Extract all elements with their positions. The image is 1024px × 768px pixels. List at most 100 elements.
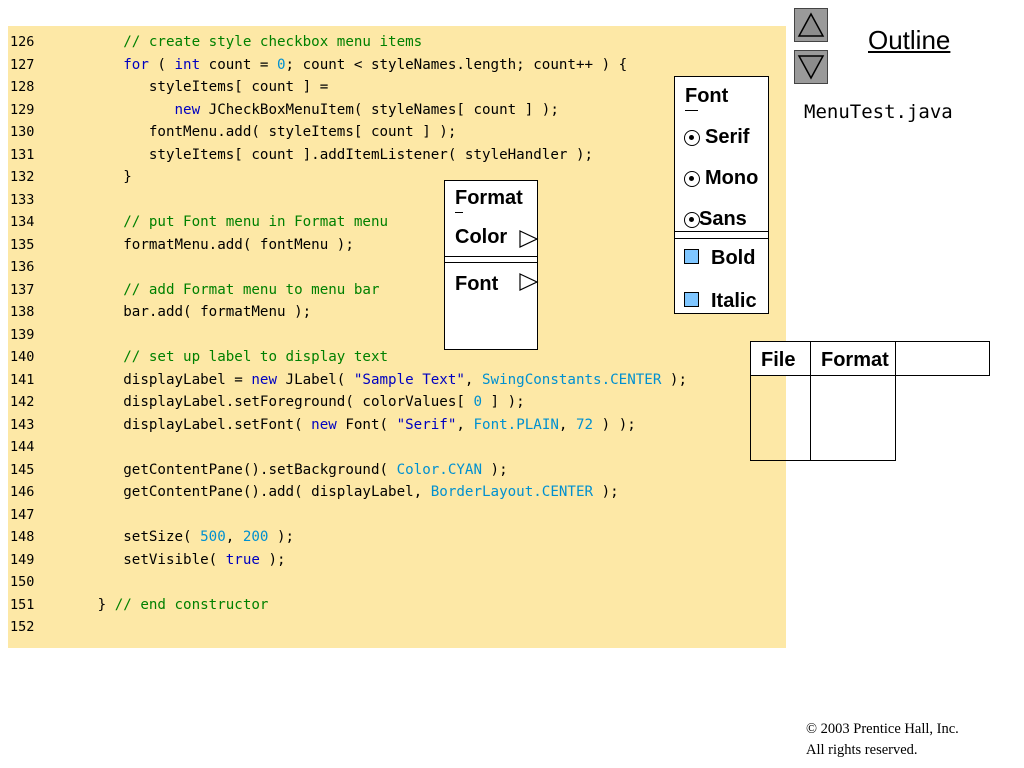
code-token: , <box>464 371 483 388</box>
line-number: 143 <box>10 416 35 433</box>
code-text: getContentPane().setBackground( Color.CY… <box>72 459 507 481</box>
code-text: displayLabel = new JLabel( "Sample Text"… <box>72 369 687 391</box>
menu-bar-item-file[interactable]: File <box>761 349 796 371</box>
format-menu-item-color[interactable]: Color <box>455 226 508 248</box>
code-token: true <box>225 551 260 568</box>
line-number: 134 <box>10 214 35 230</box>
code-text: // create style checkbox menu items <box>72 31 422 53</box>
code-token: ] ); <box>482 394 525 410</box>
line-number: 150 <box>10 574 35 590</box>
code-token: 0 <box>473 394 483 410</box>
font-item-serif[interactable]: Serif <box>705 126 750 148</box>
outline-title[interactable]: Outline <box>868 25 951 55</box>
line-number: 135 <box>10 236 35 253</box>
font-item-sans[interactable]: Sans <box>699 208 747 230</box>
code-text: fontMenu.add( styleItems[ count ] ); <box>72 121 457 143</box>
code-token: ) ); <box>593 416 636 433</box>
code-token: , <box>558 416 576 433</box>
menu-bar <box>750 341 990 376</box>
code-token: setVisible( <box>72 551 226 568</box>
radio-mono[interactable] <box>684 171 700 187</box>
radio-sans[interactable] <box>684 212 700 228</box>
code-token: "Sample Text" <box>353 371 465 388</box>
code-token: displayLabel.setForeground( colorValues[ <box>72 394 474 410</box>
code-token: fontMenu.add( styleItems[ count ] ); <box>72 124 457 140</box>
line-number: 138 <box>10 304 35 320</box>
line-number: 149 <box>10 551 35 568</box>
code-token: 200 <box>242 529 269 545</box>
code-token: ); <box>593 484 619 500</box>
triangle-down-icon <box>797 55 825 80</box>
submenu-arrow-icon <box>519 273 539 291</box>
code-text: for ( int count = 0; count < styleNames.… <box>72 54 627 76</box>
line-number: 147 <box>10 506 35 523</box>
code-token: setSize( <box>72 529 201 545</box>
code-token: 72 <box>576 416 594 433</box>
code-text: formatMenu.add( fontMenu ); <box>72 234 354 256</box>
code-token: displayLabel.setFont( <box>72 416 312 433</box>
radio-serif[interactable] <box>684 130 700 146</box>
code-token: ( <box>148 56 175 73</box>
checkbox-bold[interactable] <box>684 249 699 264</box>
style-item-bold[interactable]: Bold <box>711 247 756 269</box>
font-menu-diagram: Font Serif Mono Sans Bold Italic <box>674 76 769 314</box>
code-token: ); <box>268 529 295 545</box>
line-number: 132 <box>10 169 35 185</box>
code-text: bar.add( formatMenu ); <box>72 301 311 323</box>
code-token: Font.PLAIN <box>473 416 559 433</box>
menu-separator <box>445 262 537 263</box>
style-item-italic[interactable]: Italic <box>711 290 757 312</box>
copyright-symbol: © <box>806 721 818 737</box>
code-text: displayLabel.setFont( new Font( "Serif",… <box>72 414 636 436</box>
code-text: displayLabel.setForeground( colorValues[… <box>72 391 525 413</box>
code-token: } <box>72 169 132 185</box>
file-name: MenuTest.java <box>804 101 953 123</box>
code-token: // put Font menu in Format menu <box>123 214 389 230</box>
checkbox-italic[interactable] <box>684 292 699 307</box>
code-text: getContentPane().add( displayLabel, Bord… <box>72 481 619 503</box>
code-token: ); <box>259 551 286 568</box>
code-text: styleItems[ count ].addItemListener( sty… <box>72 144 593 166</box>
line-number: 151 <box>10 596 35 613</box>
next-slide-button[interactable] <box>794 50 828 84</box>
font-mnemonic-underline <box>685 110 698 111</box>
code-text: // set up label to display text <box>72 346 388 368</box>
code-text: // put Font menu in Format menu <box>72 211 388 233</box>
code-token: new <box>251 371 277 388</box>
rights-text: All rights reserved. <box>806 742 918 758</box>
copyright-notice: © 2003 Prentice Hall, Inc. All rights re… <box>806 719 959 761</box>
format-menu-item-font[interactable]: Font <box>455 273 499 295</box>
code-token: Font( <box>336 416 397 433</box>
code-token: int <box>174 56 201 73</box>
submenu-arrow-icon <box>519 230 539 248</box>
code-token: count = <box>200 56 277 73</box>
line-number: 146 <box>10 484 35 500</box>
code-text: } // end constructor <box>72 594 269 616</box>
code-token: displayLabel = <box>72 371 252 388</box>
menu-separator <box>445 256 537 257</box>
code-token: SwingConstants.CENTER <box>482 371 662 388</box>
font-item-mono[interactable]: Mono <box>705 167 759 189</box>
menu-bar-item-format[interactable]: Format <box>821 349 889 371</box>
code-token: JLabel( <box>277 371 354 388</box>
line-number: 137 <box>10 281 35 298</box>
code-token: } <box>72 596 115 613</box>
menu-separator <box>675 238 768 239</box>
menu-bar-divider <box>750 375 751 460</box>
code-token <box>72 282 123 298</box>
code-text: new JCheckBoxMenuItem( styleNames[ count… <box>72 99 559 121</box>
code-token: formatMenu.add( fontMenu ); <box>72 236 354 253</box>
code-token <box>72 57 123 73</box>
code-token: // set up label to display text <box>123 349 389 365</box>
menu-separator <box>675 231 768 232</box>
code-token: // create style checkbox menu items <box>123 34 423 50</box>
code-token: // end constructor <box>114 596 269 613</box>
code-text: // add Format menu to menu bar <box>72 279 380 301</box>
code-token: // add Format menu to menu bar <box>123 281 380 298</box>
previous-slide-button[interactable] <box>794 8 828 42</box>
code-token: , <box>225 529 243 545</box>
code-token: ); <box>661 371 688 388</box>
code-token <box>72 102 175 118</box>
code-text: setSize( 500, 200 ); <box>72 526 294 548</box>
